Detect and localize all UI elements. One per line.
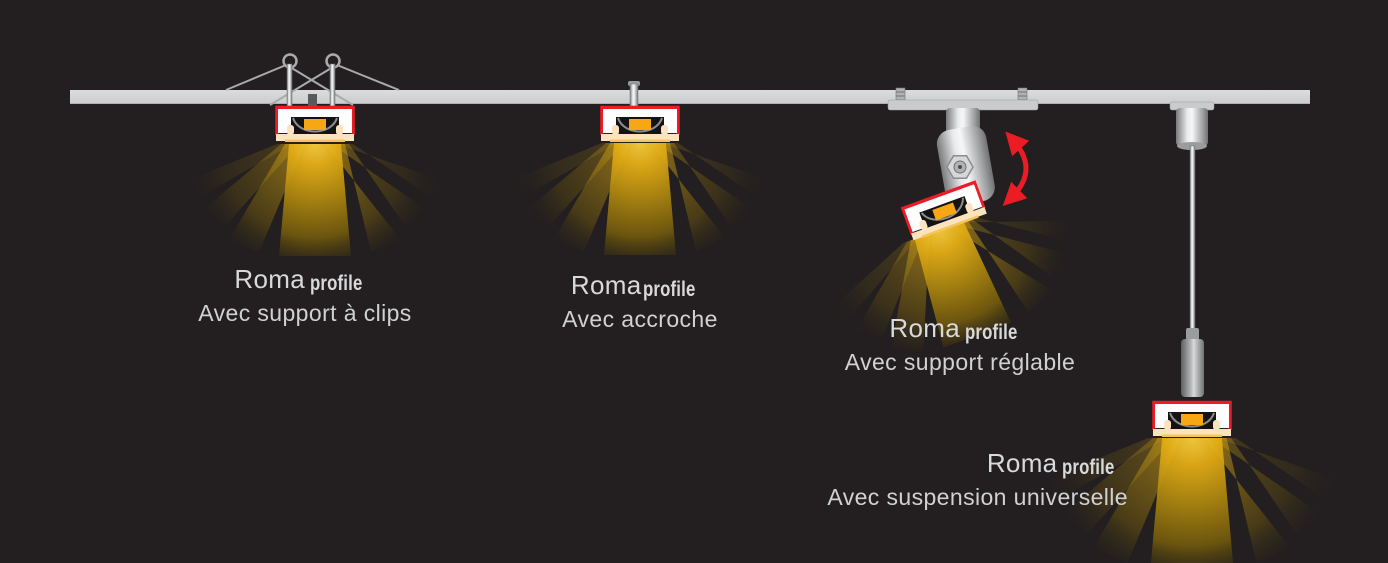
led-profile-icon [274, 105, 356, 144]
brand-text: Roma [889, 313, 960, 343]
canopy-icon [1169, 101, 1215, 150]
clip-post-icon [329, 63, 336, 107]
brand-suffix-text: profile [1062, 456, 1115, 479]
brand-text: Roma [234, 264, 305, 294]
mount-caption: Avec support à clips [198, 300, 412, 326]
product-name: Romaprofile [520, 272, 760, 303]
brand-text: Roma [570, 270, 642, 300]
screw-icon [628, 81, 640, 107]
brand-suffix-text: profile [964, 321, 1018, 344]
label-hook-mount: Romaprofile Avec accroche [520, 272, 760, 333]
led-profile-icon [599, 105, 681, 144]
fixture-clip-mount [189, 53, 441, 256]
rotation-arrow-icon [1002, 131, 1030, 206]
mount-caption: Avec accroche [562, 306, 718, 332]
led-profile-icon [1151, 400, 1233, 439]
cable-gripper-icon [1181, 328, 1204, 397]
brand-text: Roma [986, 448, 1058, 478]
brand-suffix-text: profile [309, 272, 363, 295]
clip-wires-icon [225, 64, 400, 106]
fixture-adjustable-mount [820, 87, 1096, 379]
fixture-suspension-mount [1047, 101, 1337, 563]
mount-caption: Avec suspension universelle [827, 484, 1128, 510]
suspension-cable-icon [1189, 145, 1196, 331]
hex-nut-icon [946, 154, 974, 180]
brand-suffix-text: profile [643, 278, 696, 301]
light-beam-icon [189, 144, 441, 256]
clip-tab-icon [308, 94, 317, 107]
mount-caption: Avec support réglable [844, 349, 1076, 375]
fixture-hook-mount [514, 81, 766, 255]
light-beam-icon [514, 143, 766, 255]
clip-post-icon [286, 63, 293, 107]
